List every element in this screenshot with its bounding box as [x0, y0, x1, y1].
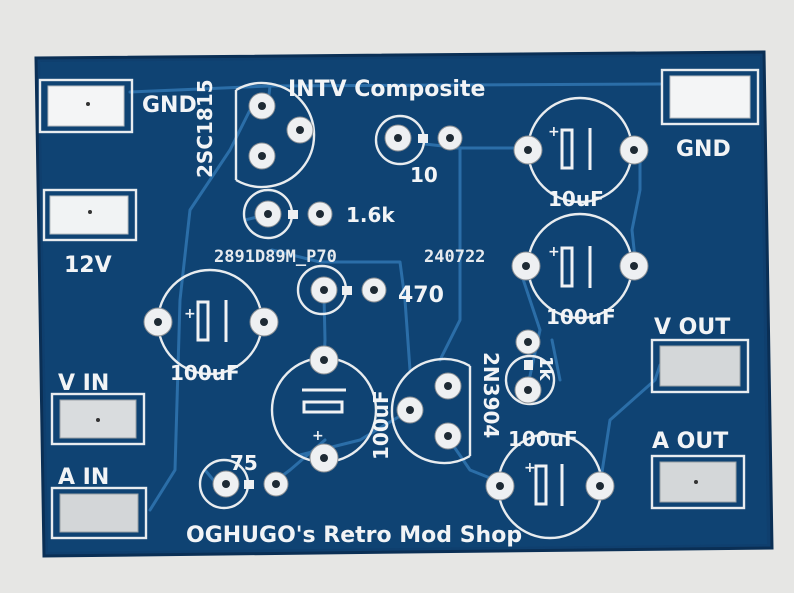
label-r1k: 1k [535, 356, 556, 382]
label-a-in: A IN [58, 465, 109, 490]
maker-name: OGHUGO's Retro Mod Shop [186, 523, 522, 548]
pad-q2-3 [434, 422, 462, 450]
polarity-marks: + + + + + [184, 124, 560, 476]
pad-r75-2 [263, 471, 289, 497]
label-v-out: V OUT [654, 315, 730, 340]
pad-c100-c-2 [309, 443, 339, 473]
svg-text:+: + [548, 244, 560, 260]
connector-pad-12v [42, 188, 138, 242]
pad-r75-1 [212, 470, 240, 498]
label-r75: 75 [230, 451, 258, 475]
pad-q1-1 [248, 92, 276, 120]
label-a-out: A OUT [652, 429, 728, 454]
label-r470: 470 [398, 283, 444, 308]
pad-c100-b-2 [585, 471, 615, 501]
label-12v: 12V [64, 253, 112, 278]
svg-text:+: + [524, 460, 536, 476]
pad-r470-2 [361, 277, 387, 303]
label-q2-part: 2N3904 [479, 352, 503, 438]
svg-text:+: + [184, 306, 196, 322]
connector-pad-a-out [650, 454, 746, 510]
label-gnd-left: GND [142, 93, 197, 118]
pad-q1-3 [248, 142, 276, 170]
svg-text:+: + [548, 124, 560, 140]
label-cap-bottom: 100uF [508, 427, 578, 451]
pad-r1k6-2 [307, 201, 333, 227]
label-cap-center: 100uF [369, 390, 393, 460]
label-part-code: 2891D89M_P70 [214, 247, 337, 267]
label-r10: 10 [410, 163, 438, 187]
connector-pad-v-out [650, 338, 750, 394]
label-date-code: 240722 [424, 247, 485, 267]
svg-text:+: + [312, 428, 324, 444]
connector-pad-a-in [50, 486, 148, 540]
label-v-in: V IN [58, 371, 109, 396]
pad-r1k6-1 [254, 200, 282, 228]
smd-marks [244, 134, 533, 489]
pad-c100-c-1 [309, 345, 339, 375]
label-cap-left: 100uF [170, 361, 240, 385]
label-cap-mid-right: 100uF [546, 305, 616, 329]
pad-c100-r-1 [511, 251, 541, 281]
capacitor-symbols [196, 128, 592, 506]
pad-q2-1 [434, 372, 462, 400]
pad-c10-1 [513, 135, 543, 165]
connector-pad-gnd-left [38, 78, 134, 134]
pad-r470-1 [310, 276, 338, 304]
pad-q1-2 [286, 116, 314, 144]
label-r1k6: 1.6k [346, 203, 395, 227]
pad-r1k-2 [514, 376, 542, 404]
label-cap-10uf: 10uF [548, 187, 604, 211]
pad-r1k-1 [515, 329, 541, 355]
pad-c100-b-1 [485, 471, 515, 501]
pad-c100-r-2 [619, 251, 649, 281]
label-q1-part: 2SC1815 [193, 79, 217, 178]
silkscreen-text: INTV Composite GND GND 12V V IN A IN V O… [58, 77, 731, 548]
through-hole-pads [143, 92, 649, 501]
pad-r10-2 [437, 125, 463, 151]
pad-c10-2 [619, 135, 649, 165]
connector-pad-gnd-right [660, 68, 760, 126]
board-title: INTV Composite [288, 77, 485, 102]
pad-r10-1 [384, 124, 412, 152]
pad-c100-l-2 [249, 307, 279, 337]
pad-q2-2 [396, 396, 424, 424]
connector-pad-v-in [50, 392, 146, 446]
label-gnd-right: GND [676, 137, 731, 162]
pad-c100-l-1 [143, 307, 173, 337]
